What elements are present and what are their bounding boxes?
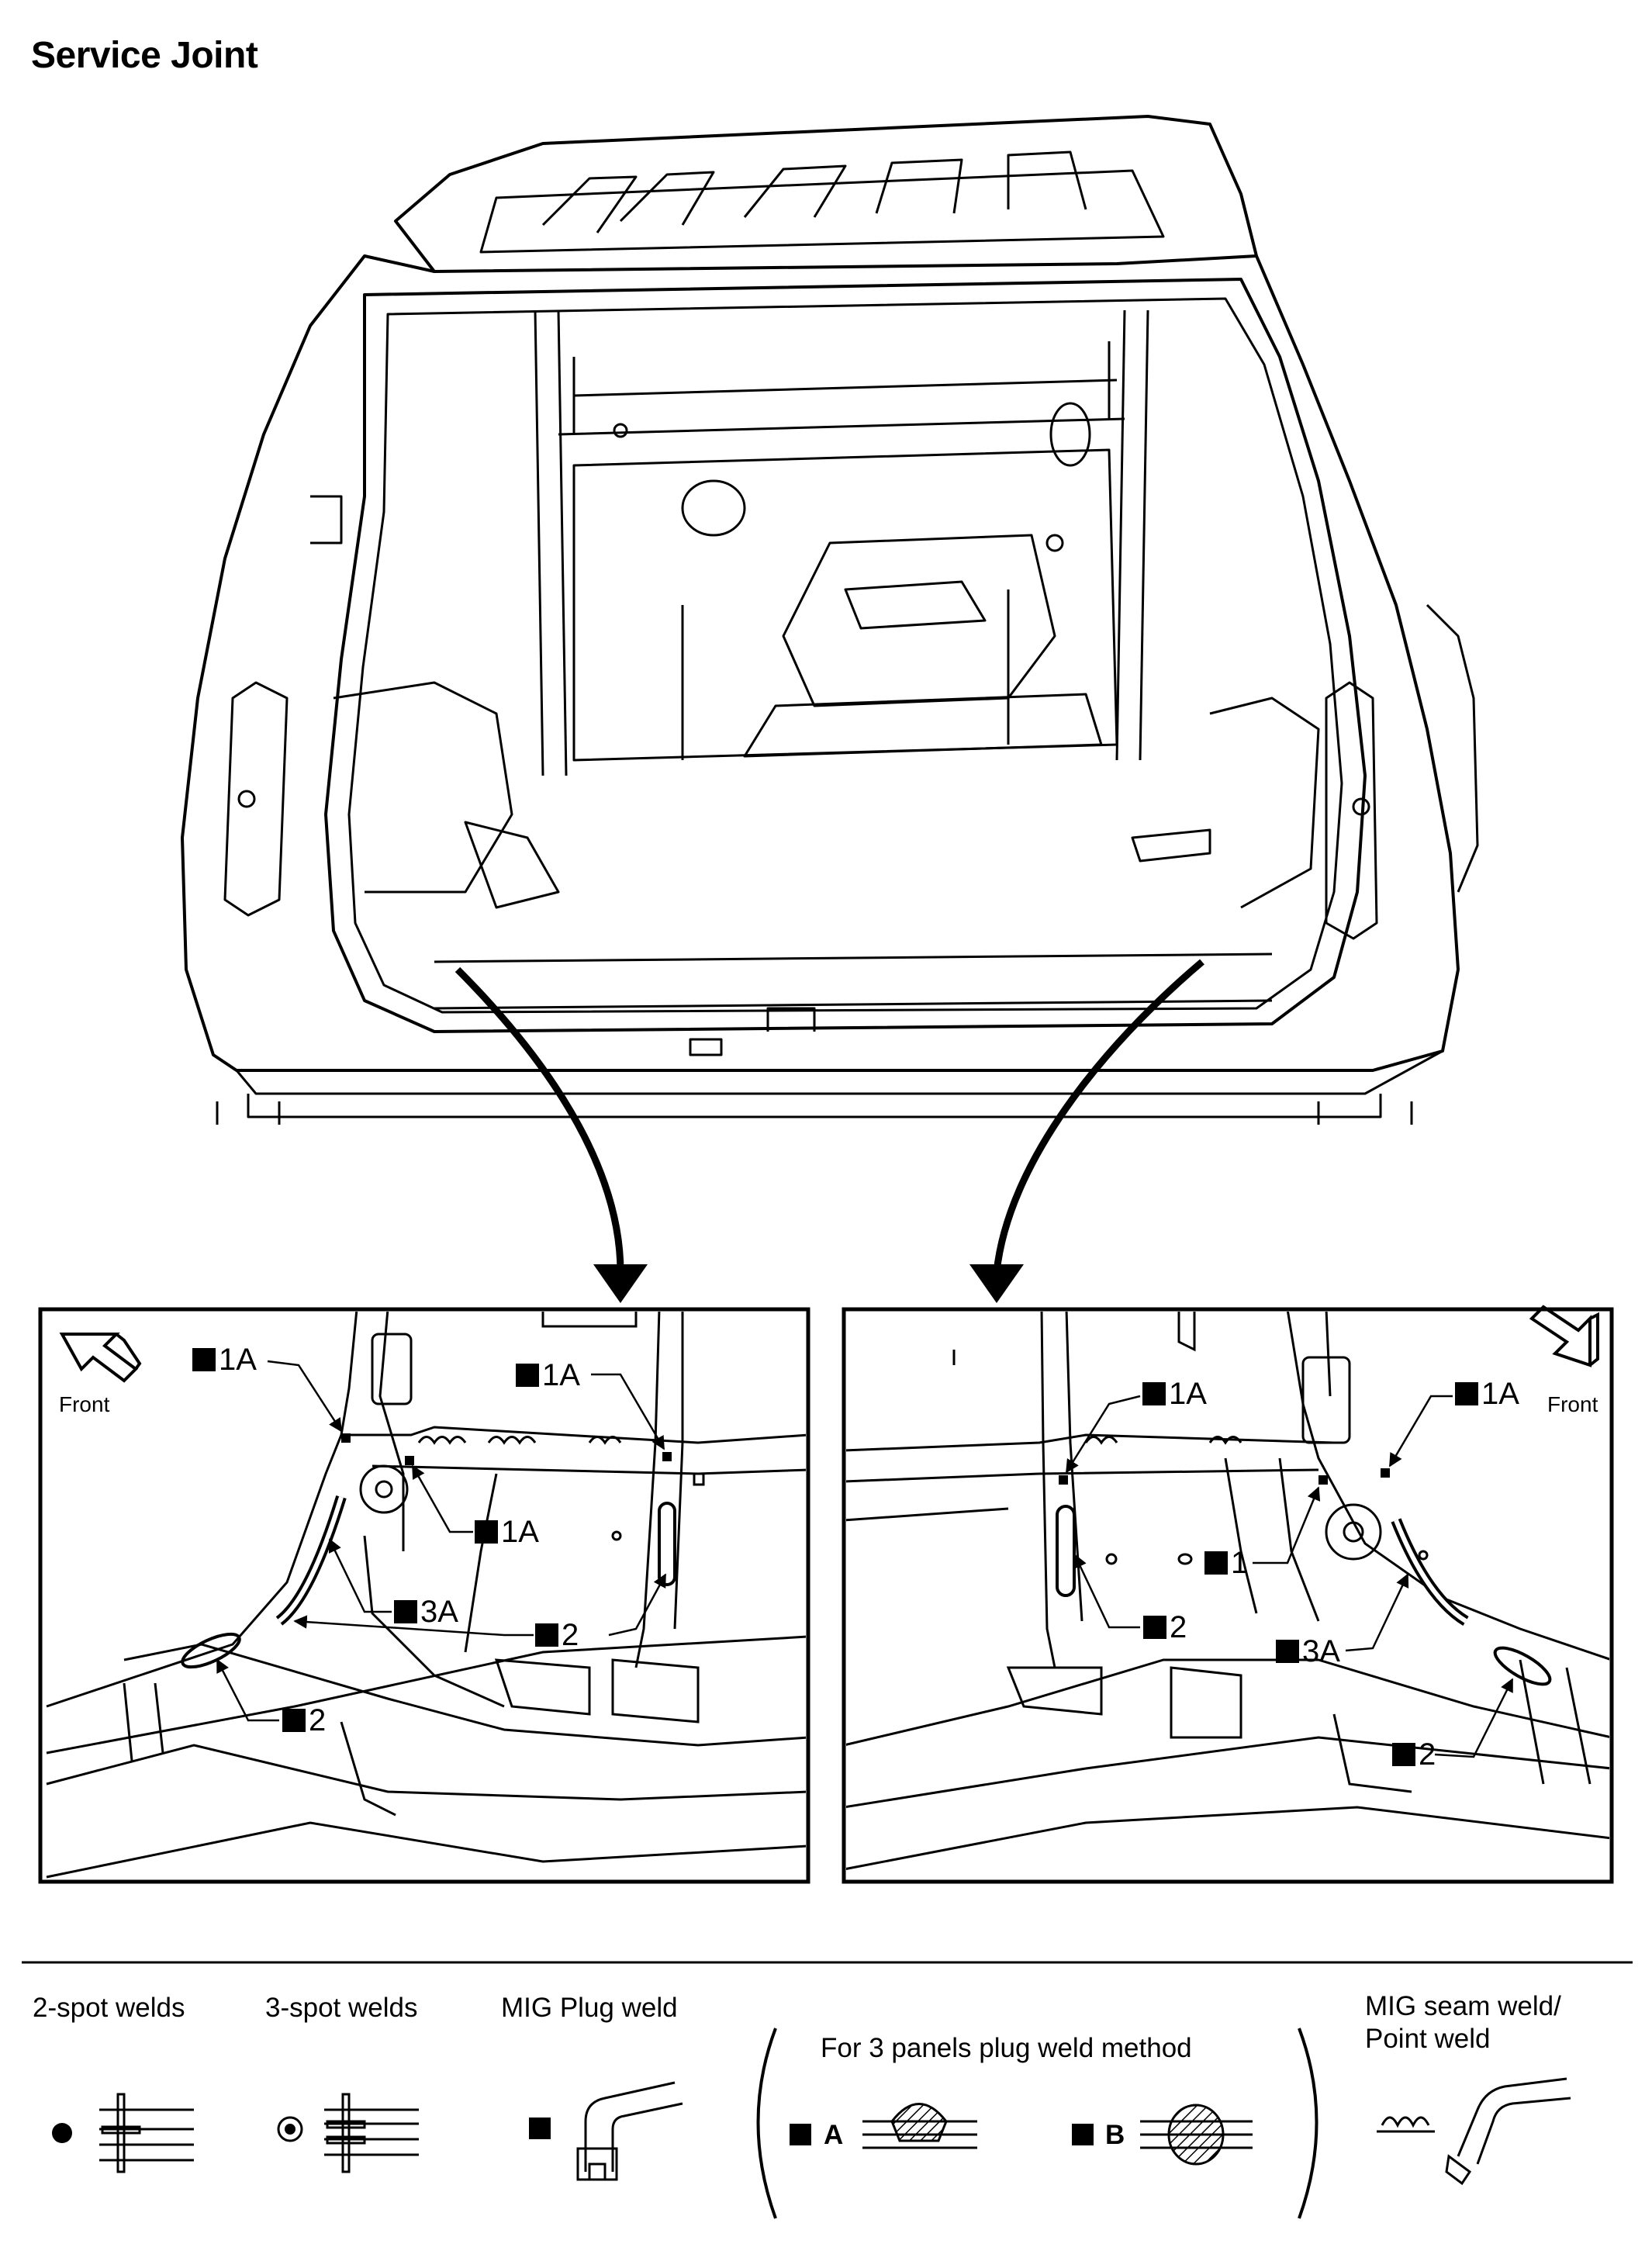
legend-seam-label-2: Point weld <box>1365 2024 1490 2054</box>
page-title: Service Joint <box>31 35 258 76</box>
arrow-head-left <box>593 1264 648 1303</box>
callout-3a: 3A <box>1302 1634 1340 1668</box>
callout-1a: 1A <box>501 1515 539 1549</box>
callout-2: 2 <box>562 1618 579 1652</box>
vehicle-body-illustration <box>181 115 1479 1125</box>
two-spot-weld-icon <box>52 2123 72 2143</box>
method-b-section-icon <box>1140 2104 1253 2166</box>
legend-seam-label-1: MIG seam weld/ <box>1365 1991 1561 2021</box>
front-arrow-icon <box>1529 1305 1599 1367</box>
front-arrow-icon <box>59 1333 142 1383</box>
callout-1a: 1A <box>1169 1377 1207 1411</box>
callout-1: 1 <box>1231 1546 1248 1580</box>
right-detail-box: Front 1A 1A 1 2 3A 2 <box>842 1305 1614 1884</box>
mig-seam-weld-icon <box>1377 2116 1435 2133</box>
callout-2: 2 <box>1419 1737 1436 1772</box>
two-spot-section-icon <box>99 2093 194 2173</box>
plug-method-a-icon <box>790 2124 811 2145</box>
mig-seam-torch-icon <box>1445 2077 1571 2186</box>
mig-plug-weld-icon <box>529 2118 551 2139</box>
close-paren <box>1298 2028 1318 2219</box>
legend-3-panel-label: For 3 panels plug weld method <box>821 2033 1192 2063</box>
three-spot-section-icon <box>324 2093 419 2173</box>
legend-mig-plug-label: MIG Plug weld <box>501 1993 678 2023</box>
legend-3-spot-label: 3-spot welds <box>265 1993 417 2023</box>
left-detail-box: Front 1A 1A 1A 3A 2 2 <box>38 1307 810 1884</box>
callout-1a: 1A <box>1481 1377 1519 1411</box>
callout-2: 2 <box>1170 1610 1187 1644</box>
method-a-label: A <box>824 2120 843 2150</box>
open-paren <box>756 2028 777 2219</box>
left-callouts: 1A 1A 1A 3A 2 2 <box>192 1343 580 1737</box>
method-a-section-icon <box>862 2103 977 2149</box>
method-b-label: B <box>1105 2120 1125 2150</box>
callout-2: 2 <box>309 1703 326 1737</box>
callout-1a: 1A <box>542 1358 580 1392</box>
three-spot-weld-icon <box>277 2116 303 2142</box>
callout-1a: 1A <box>219 1343 257 1377</box>
mig-plug-torch-icon <box>576 2081 683 2181</box>
arrow-head-right <box>969 1264 1024 1303</box>
weld-legend: 2-spot welds 3-spot welds MIG Plug weld … <box>22 1961 1633 2219</box>
front-label: Front <box>1547 1392 1598 1416</box>
legend-2-spot-label: 2-spot welds <box>33 1993 185 2023</box>
front-label: Front <box>59 1392 110 1416</box>
plug-method-b-icon <box>1072 2124 1094 2145</box>
callout-3a: 3A <box>420 1595 458 1629</box>
detail-arrows <box>454 959 1204 1273</box>
right-callouts: 1A 1A 1 2 3A 2 <box>1142 1377 1519 1772</box>
